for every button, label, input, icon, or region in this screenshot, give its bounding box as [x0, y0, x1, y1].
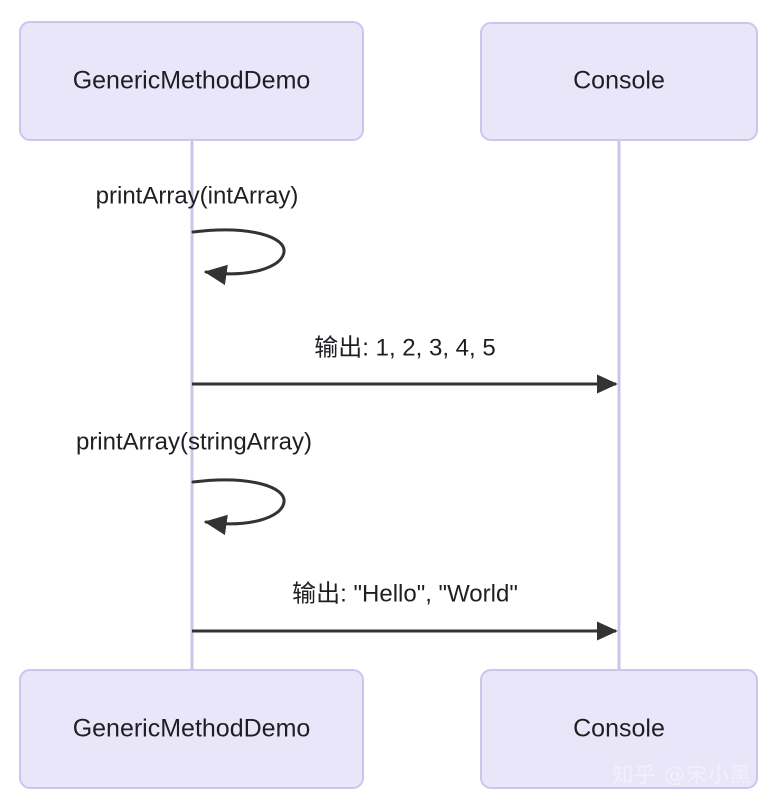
message-4-output-strings[interactable]: 输出: "Hello", "World": [192, 580, 618, 641]
message-1-label: printArray(intArray): [96, 182, 299, 209]
lifelines: [190, 140, 621, 670]
actor-top-console-label: Console: [573, 67, 665, 95]
message-3-self-print-string-array[interactable]: printArray(stringArray): [76, 428, 312, 536]
actor-bottom-demo-box[interactable]: [19, 669, 364, 789]
actor-top-demo-label: GenericMethodDemo: [73, 67, 311, 95]
actor-bottom-demo[interactable]: GenericMethodDemo: [19, 669, 364, 789]
actor-bottom-console-label: Console: [573, 715, 665, 743]
watermark-label: 知乎 @宋小黑: [612, 763, 752, 787]
actor-bottom-console-box[interactable]: [480, 669, 758, 789]
actor-top-console[interactable]: Console: [480, 22, 758, 141]
actor-bottom-demo-label: GenericMethodDemo: [73, 715, 311, 743]
actor-top-demo-box[interactable]: [19, 21, 364, 141]
message-1-self-loop-arrow[interactable]: [191, 228, 286, 286]
message-2-label: 输出: 1, 2, 3, 4, 5: [314, 334, 495, 361]
message-2-output-ints[interactable]: 输出: 1, 2, 3, 4, 5: [192, 334, 618, 394]
actor-top-demo[interactable]: GenericMethodDemo: [19, 21, 364, 141]
message-3-label: printArray(stringArray): [76, 428, 312, 455]
actor-top-console-box[interactable]: [480, 22, 758, 141]
message-4-label: 输出: "Hello", "World": [292, 580, 518, 607]
actor-bottom-console[interactable]: Console: [480, 669, 758, 789]
message-3-self-loop-arrow[interactable]: [191, 478, 286, 536]
message-1-self-print-int-array[interactable]: printArray(intArray): [96, 182, 299, 286]
